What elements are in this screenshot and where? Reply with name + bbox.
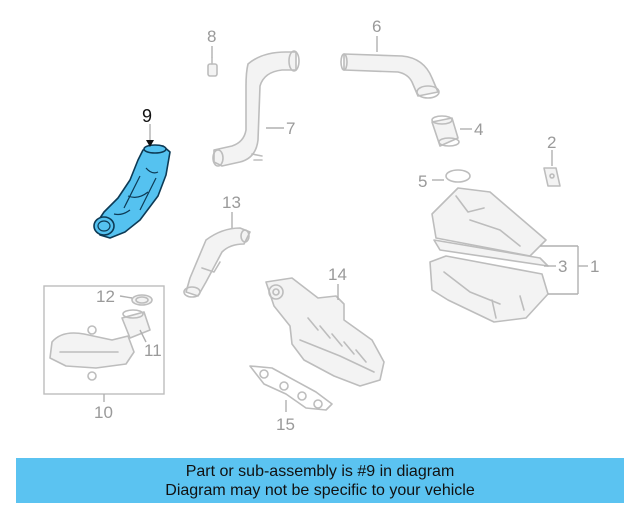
callout-13[interactable]: 13 (222, 193, 241, 212)
callout-10[interactable]: 10 (94, 403, 113, 422)
part-13-small-duct[interactable] (183, 227, 251, 298)
callout-11[interactable]: 11 (144, 341, 162, 360)
callout-11-leader (139, 329, 147, 343)
part-11-clamp-hose[interactable] (121, 309, 151, 339)
callout-4[interactable]: 4 (474, 120, 483, 139)
part-14-intake-manifold[interactable] (265, 277, 385, 387)
part-7-intake-tube[interactable] (212, 50, 300, 167)
callout-1[interactable]: 1 (590, 257, 599, 276)
part-2-bracket[interactable] (543, 167, 561, 187)
notice-part-line: Part or sub-assembly is #9 in diagram (185, 462, 455, 480)
part-9-intake-duct[interactable] (93, 144, 171, 239)
part-15-gasket[interactable] (249, 365, 333, 411)
part-10-resonator[interactable] (49, 325, 135, 381)
part-12-clamp[interactable] (131, 294, 153, 306)
callout-3[interactable]: 3 (558, 257, 567, 276)
callout-14[interactable]: 14 (328, 265, 347, 284)
part-5-seal[interactable] (445, 169, 471, 183)
callout-5[interactable]: 5 (418, 172, 427, 191)
part-6-air-pipe[interactable] (340, 53, 440, 99)
part-8-sensor[interactable] (207, 57, 218, 77)
callout-6[interactable]: 6 (372, 17, 381, 36)
callout-8[interactable]: 8 (207, 27, 216, 46)
notice-disclaimer-line: Diagram may not be specific to your vehi… (165, 481, 475, 499)
part-1-air-cleaner[interactable] (429, 187, 549, 323)
diagram-notice-banner: Part or sub-assembly is #9 in diagram Di… (16, 458, 624, 503)
callout-7[interactable]: 7 (286, 119, 295, 138)
part-4-coupler[interactable] (431, 115, 460, 147)
callout-2[interactable]: 2 (547, 133, 556, 152)
callout-9[interactable]: 9 (142, 106, 152, 126)
callout-12-leader (119, 295, 133, 299)
callout-15[interactable]: 15 (276, 415, 295, 434)
callout-12[interactable]: 12 (96, 287, 115, 306)
callout-9-arrow (146, 140, 154, 147)
